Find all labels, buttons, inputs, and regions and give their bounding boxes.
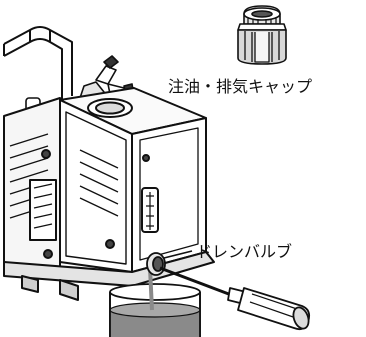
beaker-icon [109, 283, 201, 337]
drain-valve-label: ドレンバルブ [196, 242, 293, 261]
screwdriver-icon [159, 266, 311, 331]
pump-handle [3, 26, 73, 100]
drain-valve-leader [163, 250, 193, 259]
oil-fill-exhaust-cap-label: 注油・排気キャップ [168, 77, 313, 96]
drain-valve-icon [146, 252, 166, 276]
vacuum-pump-icon [3, 87, 215, 301]
oil-fill-cap-icon [237, 5, 287, 65]
